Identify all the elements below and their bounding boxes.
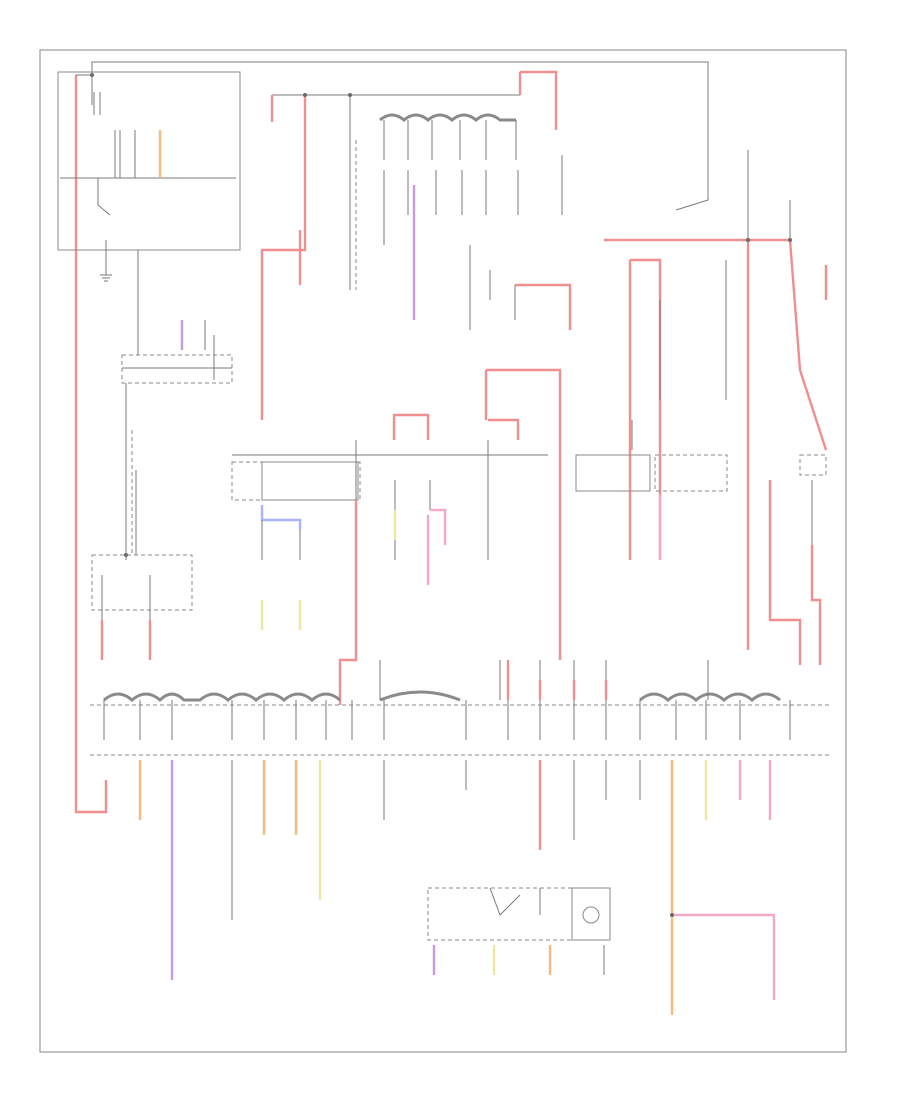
center-module [231,413,548,705]
ground-icon [100,274,112,282]
bottom-bus-bar-center [379,690,461,702]
splice-dot [90,73,94,77]
generator-box [57,71,241,251]
relay-block-left [91,320,233,660]
top-bus-bar [379,113,516,122]
right-section [484,120,828,665]
battery-positive-wire [74,75,108,814]
right-module-b [654,454,728,492]
diagram-frame [39,49,847,1053]
splice-dot [124,553,128,557]
right-module-a [575,454,651,492]
top-fuse-rail [260,70,572,420]
splice-dot [788,238,792,242]
bottom-relay [427,887,611,975]
splice-dot [348,93,352,97]
bottom-bus-bar-left [103,692,341,703]
bottom-bus-bar-right [639,692,781,702]
right-module-c [799,454,827,476]
bottom-fuse-rail [90,660,830,1015]
battery-section [57,61,709,814]
splice-dot [303,93,307,97]
splice-dots [90,73,792,917]
splice-dot [670,913,674,917]
splice-dot [746,238,750,242]
